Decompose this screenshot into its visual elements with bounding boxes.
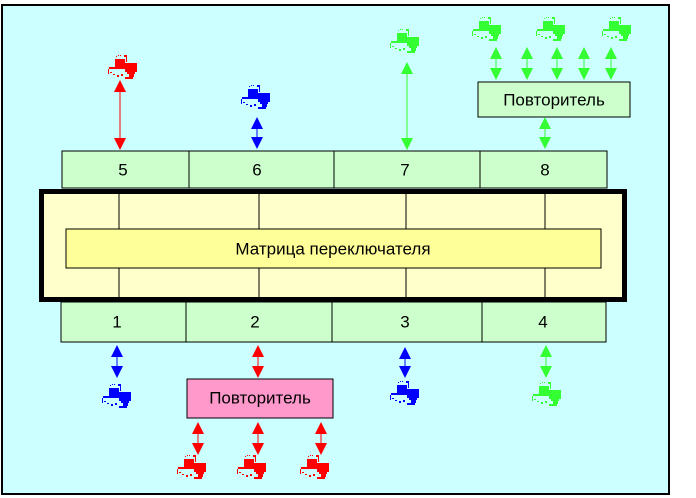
double-arrow-icon	[114, 80, 126, 150]
switch-matrix: Матрица переключателя	[39, 189, 627, 302]
repeater-bottom-label: Повторитель	[209, 389, 311, 408]
port-4-label: 4	[538, 313, 547, 332]
top-port-row: 5 6 7 8	[61, 150, 608, 189]
port-1-label: 1	[112, 313, 121, 332]
bottom-port-row: 1 2 3 4	[60, 301, 607, 343]
double-arrow-icon	[315, 422, 327, 455]
port-2-label: 2	[250, 313, 259, 332]
repeater-top-label: Повторитель	[503, 91, 605, 110]
port-7-label: 7	[400, 161, 409, 180]
port-3-label: 3	[400, 313, 409, 332]
double-arrow-icon	[539, 117, 551, 149]
repeater-bottom: Повторитель	[186, 378, 334, 419]
port-5-label: 5	[118, 161, 127, 180]
links	[102, 17, 631, 479]
double-arrow-icon	[605, 47, 617, 80]
double-arrow-icon	[111, 345, 123, 378]
double-arrow-icon	[192, 422, 204, 455]
double-arrow-icon	[521, 47, 533, 80]
double-arrow-icon	[252, 422, 264, 455]
double-arrow-icon	[540, 345, 552, 378]
repeater-top: Повторитель	[477, 81, 631, 118]
port-6-label: 6	[252, 161, 261, 180]
double-arrow-icon	[551, 47, 563, 80]
double-arrow-icon	[252, 345, 264, 378]
port-8-label: 8	[540, 161, 549, 180]
double-arrow-icon	[399, 347, 411, 378]
double-arrow-icon	[401, 62, 413, 150]
double-arrow-icon	[490, 47, 502, 80]
matrix-inner-box	[65, 228, 602, 269]
matrix-label: Матрица переключателя	[235, 240, 430, 259]
double-arrow-icon	[578, 47, 590, 80]
double-arrow-icon	[251, 117, 263, 149]
